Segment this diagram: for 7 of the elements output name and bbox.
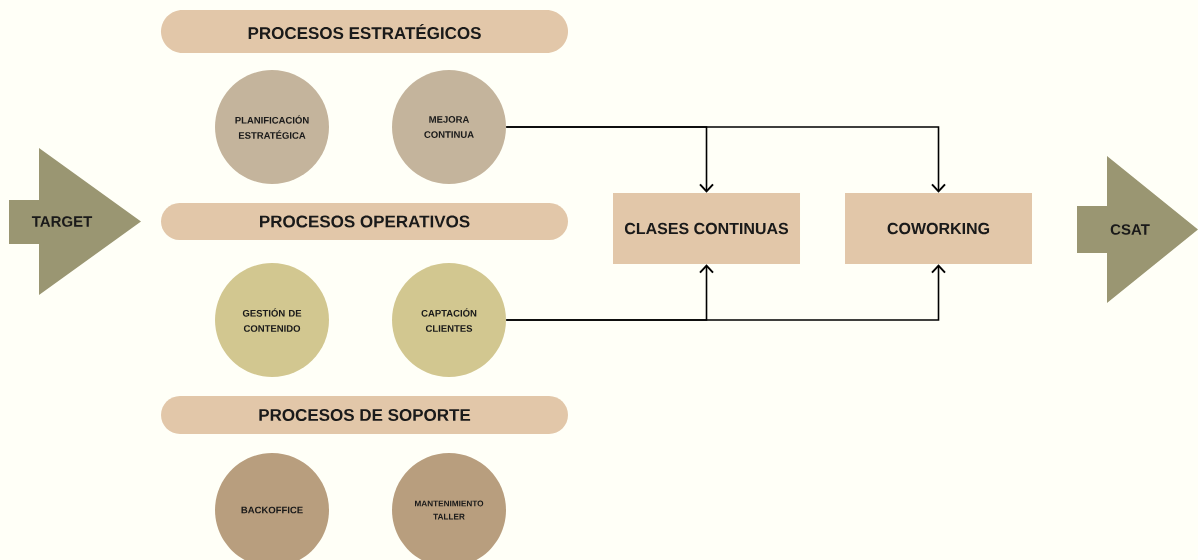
category-band: PROCESOS ESTRATÉGICOS [161,10,568,53]
process-box: CLASES CONTINUAS [613,193,800,264]
category-band: PROCESOS OPERATIVOS [161,203,568,240]
arrow [505,264,946,321]
process-box: COWORKING [845,193,1032,264]
category-band: PROCESOS DE SOPORTE [161,396,568,434]
arrow [505,126,946,193]
